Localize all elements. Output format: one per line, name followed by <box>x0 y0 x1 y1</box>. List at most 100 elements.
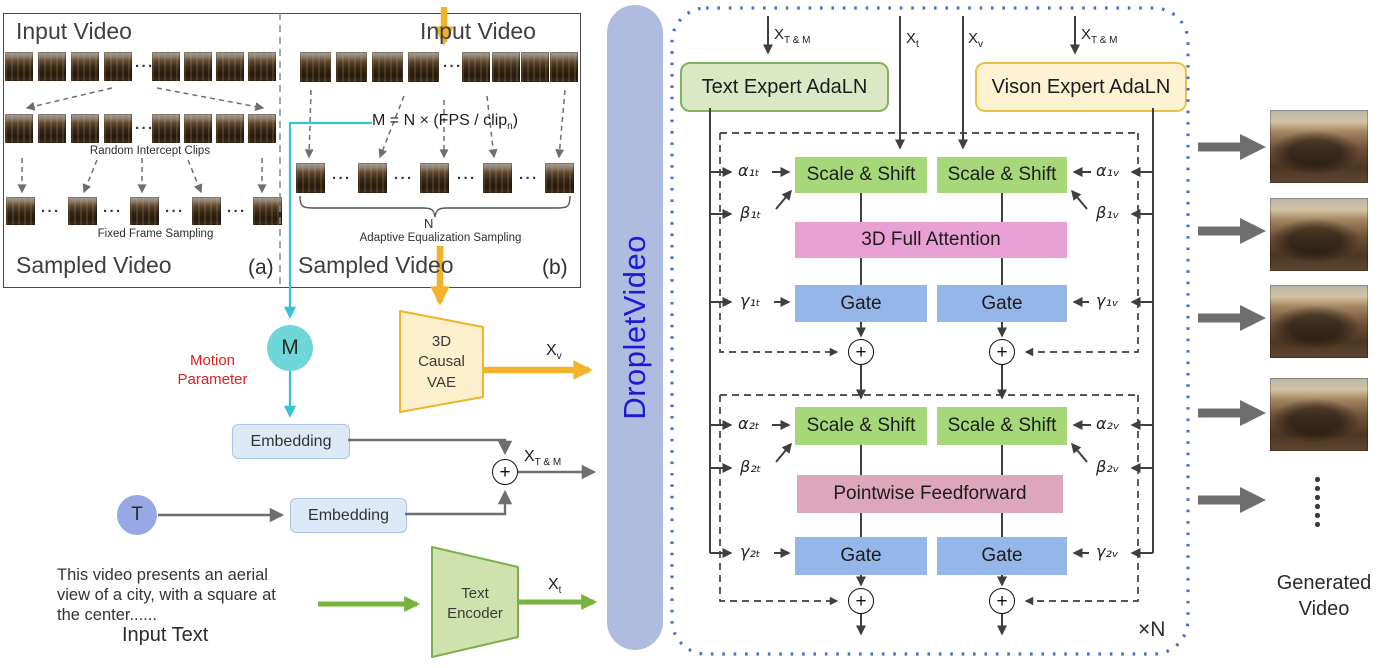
video-frame <box>521 52 549 82</box>
video-frame <box>420 163 449 193</box>
residual-sum-node: + <box>848 339 874 365</box>
video-frame <box>152 52 180 81</box>
scale-shift-box: Scale & Shift <box>937 157 1067 193</box>
video-frame <box>550 52 578 82</box>
video-frame <box>192 197 221 225</box>
vertical-ellipsis-dots <box>1315 477 1320 527</box>
frame-ellipsis: ··· <box>457 170 477 187</box>
video-frame <box>296 163 325 193</box>
input-text-prompt: This video presents an aerial view of a … <box>57 566 276 624</box>
gamma2t-label: γ₂ₜ <box>740 542 761 561</box>
frame-ellipsis: ··· <box>519 170 539 187</box>
video-frame <box>71 52 99 81</box>
scale-shift-box: Scale & Shift <box>795 157 927 193</box>
video-frame <box>6 197 35 225</box>
beta2t-label: β₂ₜ <box>740 457 762 476</box>
panel-b-title: Input Video <box>420 18 536 44</box>
video-frame <box>5 52 33 81</box>
video-frame <box>248 114 276 143</box>
video-frame <box>253 197 282 225</box>
frame-ellipsis: ··· <box>135 120 155 137</box>
frame-ellipsis: ··· <box>332 170 352 187</box>
video-frame <box>336 52 367 82</box>
vae-label: 3D Causal VAE <box>418 333 465 391</box>
panel-a-clips-label: Random Intercept Clips <box>89 145 211 157</box>
video-frame <box>68 197 97 225</box>
frame-ellipsis: ··· <box>227 203 247 220</box>
panel-b-sampling-label: Adaptive Equalization Sampling <box>359 232 522 244</box>
generated-output-arrows <box>1198 134 1266 513</box>
panel-b-count-label: N <box>424 216 434 231</box>
x-tm-top-left-label: XT & M <box>774 26 811 47</box>
beta2v-label: β₂ᵥ <box>1096 457 1120 476</box>
motion-parameter-label: Motion Parameter <box>177 352 248 388</box>
panel-b-tag: (b) <box>542 256 568 279</box>
video-frame <box>5 114 33 143</box>
video-frame <box>38 52 66 81</box>
input-text-caption: Input Text <box>122 624 209 646</box>
motion-embedding-box: Embedding <box>232 424 350 459</box>
gate-box: Gate <box>795 537 927 575</box>
frame-ellipsis: ··· <box>165 203 185 220</box>
text-encoder-label: Text Encoder <box>447 585 503 623</box>
panel-a-footer: Sampled Video <box>16 252 172 278</box>
scale-shift-box: Scale & Shift <box>795 407 927 445</box>
motion-node: M <box>267 325 313 371</box>
scale-shift-box: Scale & Shift <box>937 407 1067 445</box>
generated-frame <box>1270 378 1368 451</box>
x-t-label: Xt <box>548 576 562 597</box>
gamma2v-label: γ₂ᵥ <box>1096 542 1119 561</box>
attention-box: 3D Full Attention <box>795 222 1067 258</box>
alpha1t-label: α₁ₜ <box>738 161 760 180</box>
panel-a-title: Input Video <box>16 18 132 44</box>
timestep-embedding-box: Embedding <box>290 498 407 533</box>
video-frame <box>38 114 66 143</box>
dropletvideo-bar: DropletVideo <box>607 5 663 650</box>
frame-ellipsis: ··· <box>135 58 155 75</box>
video-frame <box>104 52 132 81</box>
gate-box: Gate <box>795 285 927 322</box>
feedforward-box: Pointwise Feedforward <box>797 475 1063 513</box>
timestep-node: T <box>117 495 157 535</box>
alpha1v-label: α₁ᵥ <box>1096 161 1120 180</box>
video-frame <box>152 114 180 143</box>
video-frame <box>184 52 212 81</box>
video-frame <box>216 114 244 143</box>
x-tm-label: XT & M <box>524 448 562 469</box>
video-frame <box>408 52 439 82</box>
generated-video-caption: Generated Video <box>1276 572 1372 620</box>
residual-sum-node: + <box>848 588 874 614</box>
text-expert-adaln-box: Text Expert AdaLN <box>680 62 889 112</box>
frame-ellipsis: ··· <box>103 203 123 220</box>
video-frame <box>358 163 387 193</box>
gamma1v-label: γ₁ᵥ <box>1096 291 1119 310</box>
repeat-n-label: ×N <box>1138 618 1166 641</box>
generated-frame <box>1270 285 1368 358</box>
video-frame <box>104 114 132 143</box>
beta1t-label: β₁ₜ <box>740 203 762 222</box>
panel-a-tag: (a) <box>248 256 274 279</box>
video-frame <box>130 197 159 225</box>
video-frame <box>462 52 490 82</box>
residual-sum-node: + <box>989 588 1015 614</box>
gamma1t-label: γ₁ₜ <box>740 291 761 310</box>
generated-frame <box>1270 110 1368 183</box>
sum-node: + <box>492 459 518 485</box>
video-frame <box>372 52 403 82</box>
x-v-top-label: Xv <box>968 30 984 51</box>
x-t-top-label: Xt <box>906 30 919 51</box>
panel-a-sampling-label: Fixed Frame Sampling <box>97 228 214 240</box>
vision-expert-adaln-box: Vison Expert AdaLN <box>975 62 1187 112</box>
x-tm-top-right-label: XT & M <box>1081 26 1118 47</box>
gate-box: Gate <box>937 285 1067 322</box>
frame-ellipsis: ··· <box>394 170 414 187</box>
video-frame <box>492 52 520 82</box>
x-v-label: Xv <box>546 342 562 363</box>
beta1v-label: β₁ᵥ <box>1096 203 1120 222</box>
video-frame <box>184 114 212 143</box>
residual-dashed-wires <box>719 132 1139 606</box>
generated-frame <box>1270 198 1368 271</box>
alpha2v-label: α₂ᵥ <box>1096 414 1120 433</box>
motion-formula: M = N × (FPS / clipn) <box>372 112 519 133</box>
